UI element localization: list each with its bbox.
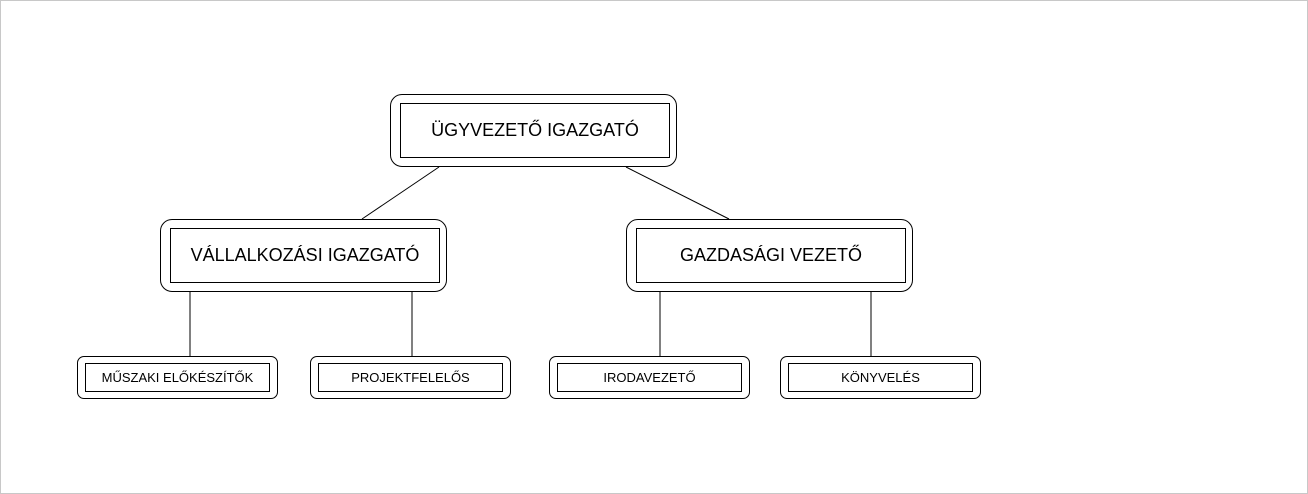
node-ugyvezeto-igazgato: ÜGYVEZETŐ IGAZGATÓ [390, 94, 677, 167]
node-muszaki-elokeszitok-label: MŰSZAKI ELŐKÉSZÍTŐK [85, 363, 270, 392]
node-gazdasagi-vezeto: GAZDASÁGI VEZETŐ [626, 219, 913, 292]
node-gazdasagi-vezeto-label: GAZDASÁGI VEZETŐ [636, 228, 906, 283]
node-projektfelelos: PROJEKTFELELŐS [310, 356, 511, 399]
connector-root-to-gazdasagi [625, 166, 730, 220]
node-irodavezeto-label: IRODAVEZETŐ [557, 363, 742, 392]
node-vallalkozasi-igazgato-label: VÁLLALKOZÁSI IGAZGATÓ [170, 228, 440, 283]
node-konyveles: KÖNYVELÉS [780, 356, 981, 399]
node-irodavezeto: IRODAVEZETŐ [549, 356, 750, 399]
connector-root-to-vallalkozasi [361, 166, 440, 220]
node-vallalkozasi-igazgato: VÁLLALKOZÁSI IGAZGATÓ [160, 219, 447, 292]
node-konyveles-label: KÖNYVELÉS [788, 363, 973, 392]
node-projektfelelos-label: PROJEKTFELELŐS [318, 363, 503, 392]
node-ugyvezeto-igazgato-label: ÜGYVEZETŐ IGAZGATÓ [400, 103, 670, 158]
node-muszaki-elokeszitok: MŰSZAKI ELŐKÉSZÍTŐK [77, 356, 278, 399]
